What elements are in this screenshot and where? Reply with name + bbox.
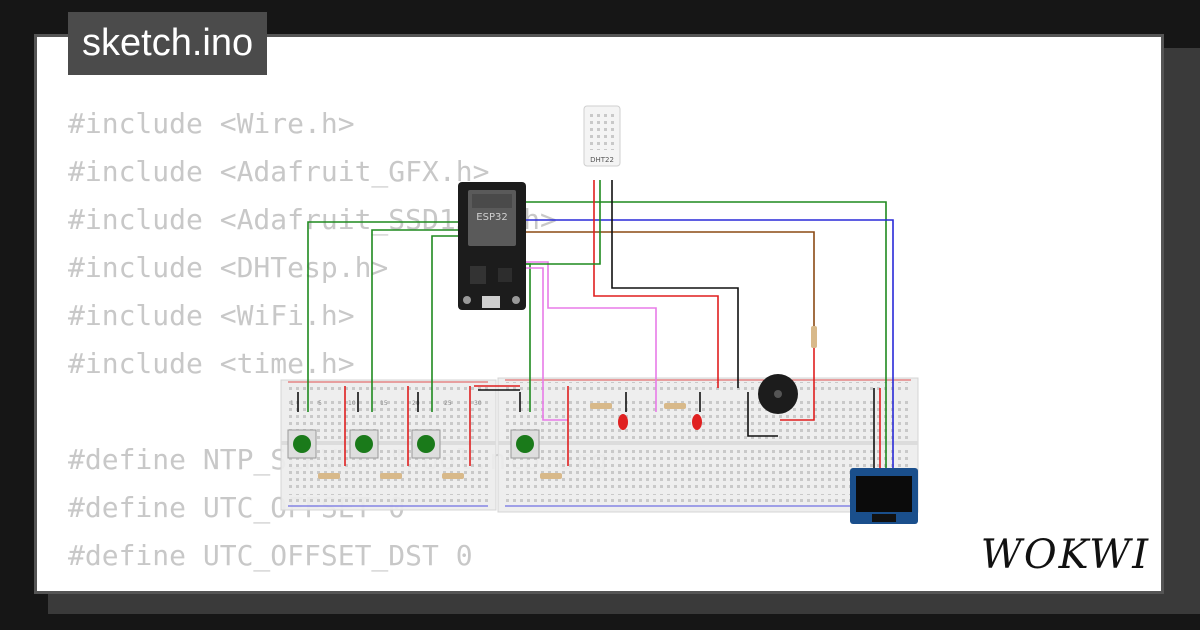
oled-display [850, 468, 918, 524]
breadboard-number: 25 [444, 400, 452, 407]
code-line: #include <Wire.h> [68, 107, 355, 140]
code-line: #include <time.h> [68, 347, 355, 380]
breadboard-number: 30 [474, 400, 482, 407]
breadboard-number: 5 [318, 400, 322, 407]
file-tab[interactable]: sketch.ino [68, 12, 268, 75]
breadboard-number: 20 [412, 400, 420, 407]
code-line: #include <DHTesp.h> [68, 251, 389, 284]
wires [297, 180, 894, 468]
breadboard-number: 15 [380, 400, 388, 407]
code-line: #include <WiFi.h> [68, 299, 355, 332]
breadboard-number: 10 [348, 400, 356, 407]
esp32-board: ESP32 [458, 182, 526, 310]
resistors [318, 326, 817, 479]
code-line: #include <Adafruit_GFX.h> [68, 155, 490, 188]
breadboard-left: 1 5 10 15 20 25 30 [280, 379, 497, 511]
code-line: #define UTC_OFFSET_DST 0 [68, 539, 473, 572]
dht22-sensor: DHT22 [583, 105, 621, 167]
wokwi-logo: WOKWI [980, 532, 1150, 578]
buzzer [758, 374, 798, 414]
breadboard-number: 1 [290, 400, 294, 407]
push-buttons [287, 429, 540, 459]
leds [618, 414, 702, 430]
esp32-label: ESP32 [476, 212, 507, 223]
dht22-label: DHT22 [590, 156, 614, 164]
